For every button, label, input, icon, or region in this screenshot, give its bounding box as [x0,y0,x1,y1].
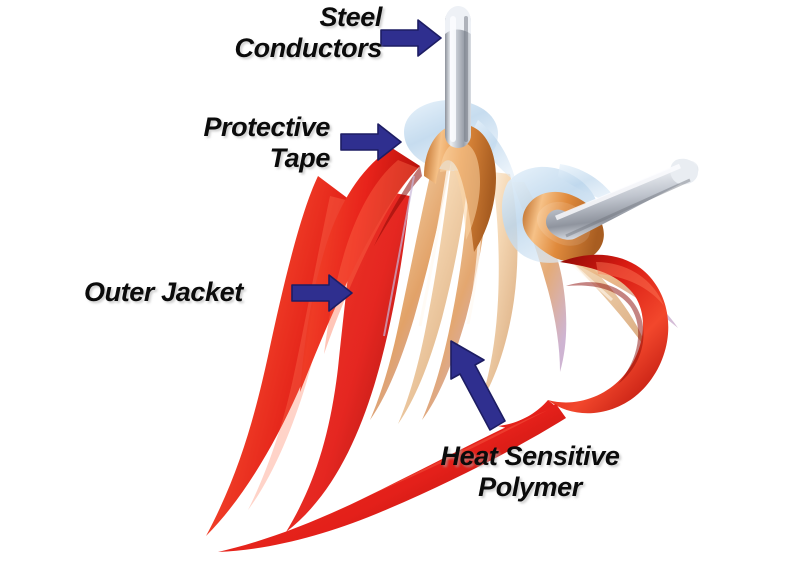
label-outer-jacket: Outer Jacket [84,277,243,307]
steel-conductor-upper [424,6,496,252]
arrow-steel-conductors [380,19,442,57]
outer-jacket-lower-band [218,404,566,552]
label-protective-tape: Protective Tape [203,112,330,174]
steel-conductor-lower [522,158,699,262]
arrow-protective-tape [340,123,402,161]
label-steel-conductors: Steel Conductors [234,2,383,64]
arrow-heat-sensitive-polymer [450,340,506,431]
label-heat-sensitive-polymer: Heat Sensitive Polymer [440,441,620,503]
outer-jacket-right-curl [498,254,669,429]
outer-jacket-left-petal [300,148,422,392]
arrow-outer-jacket [291,274,353,312]
